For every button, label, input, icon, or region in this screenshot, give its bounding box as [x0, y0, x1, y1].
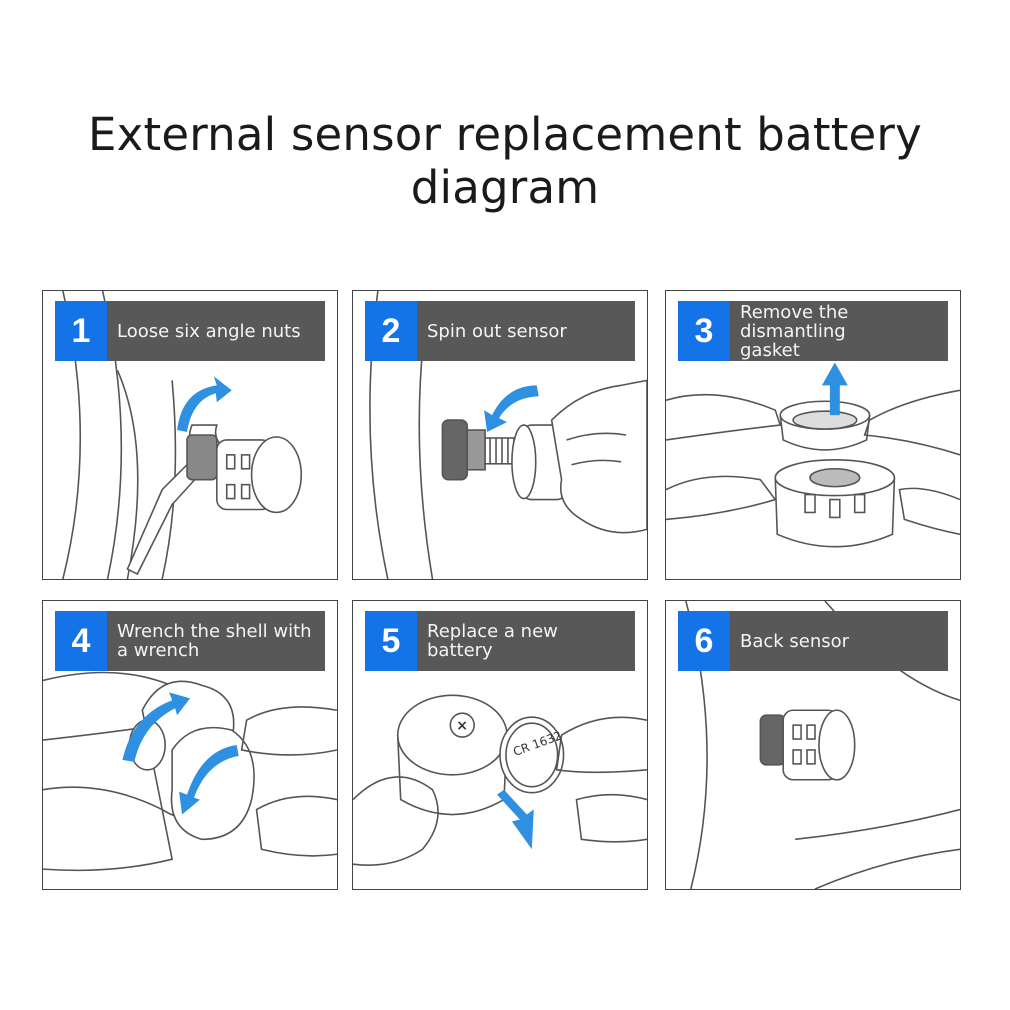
step-number-5: 5 [365, 611, 417, 671]
step-number-2: 2 [365, 301, 417, 361]
insert-arrow-icon [497, 789, 534, 850]
step-banner-5: 5 Replace a new battery [365, 611, 635, 671]
page-title: External sensor replacement battery diag… [88, 108, 922, 214]
step-number-3: 3 [678, 301, 730, 361]
step-label-3: Remove the dismantling gasket [740, 301, 849, 361]
step-banner-3: 3 Remove the dismantling gasket [678, 301, 948, 361]
back-sensor-illustration [685, 601, 960, 889]
plus-icon: × [456, 718, 468, 734]
step-banner-6: 6 Back sensor [678, 611, 948, 671]
step-label-2: Spin out sensor [427, 320, 567, 342]
step-panel-6: 6 Back sensor [665, 600, 961, 890]
step-label-6: Back sensor [740, 630, 850, 652]
step-panel-2: 2 Spin out sensor [352, 290, 648, 580]
rotate-arrow-icon [177, 376, 232, 433]
step-banner-4: 4 Wrench the shell with a wrench [55, 611, 325, 671]
remove-gasket-illustration [666, 362, 960, 548]
step-label-5: Replace a new battery [427, 621, 558, 661]
spin-out-sensor-illustration [369, 291, 647, 579]
wrench-shell-illustration [43, 671, 337, 872]
step-banner-1: 1 Loose six angle nuts [55, 301, 325, 361]
step-label-4: Wrench the shell with a wrench [117, 621, 312, 661]
up-arrow-icon [821, 362, 848, 416]
step-panel-4: 4 Wrench the shell with a wrench [42, 600, 338, 890]
replace-battery-illustration: CR 1632 × [353, 694, 647, 866]
step-panel-5: CR 1632 × 5 Replace a new battery [352, 600, 648, 890]
step-number-1: 1 [55, 301, 107, 361]
step-panel-1: 1 Loose six angle nuts [42, 290, 338, 580]
step-banner-2: 2 Spin out sensor [365, 301, 635, 361]
counter-rotate-arrow-icon [484, 385, 539, 433]
step-panel-3: 3 Remove the dismantling gasket [665, 290, 961, 580]
wrench-loosen-illustration [62, 291, 303, 579]
step-number-4: 4 [55, 611, 107, 671]
rotate-up-arrow-icon [122, 692, 190, 762]
rotate-down-arrow-icon [179, 745, 239, 815]
step-label-1: Loose six angle nuts [117, 320, 301, 342]
step-number-6: 6 [678, 611, 730, 671]
